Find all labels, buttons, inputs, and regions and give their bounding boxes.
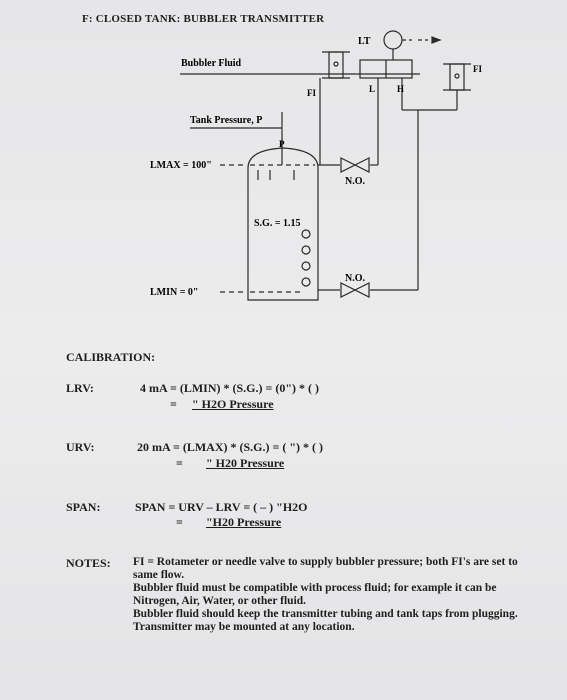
- span-equation: SPAN = URV – LRV = ( – ) "H2O: [135, 500, 308, 514]
- page-title: F: CLOSED TANK: BUBBLER TRANSMITTER: [82, 13, 325, 25]
- valve-bottom: [340, 282, 357, 298]
- span-label: SPAN:: [66, 500, 101, 514]
- notes-label: NOTES:: [66, 556, 111, 570]
- tank: [247, 147, 319, 301]
- bubbler-diagram: Bubbler Fluid Tank Pressure, P P LMAX = …: [150, 30, 482, 301]
- valve-bottom-label: N.O.: [345, 273, 366, 284]
- lt-label: LT: [358, 36, 371, 47]
- valve-top: [340, 157, 357, 173]
- lt-transmitter: [383, 30, 403, 50]
- lrv-label: LRV:: [66, 381, 94, 395]
- calibration-heading: CALIBRATION:: [66, 350, 156, 364]
- urv-equals: =: [176, 456, 183, 470]
- note-line: Transmitter may be mounted at any locati…: [133, 621, 355, 633]
- sg-label: S.G. = 1.15: [254, 218, 301, 229]
- span-result: "H20 Pressure: [206, 515, 282, 529]
- urv-label: URV:: [66, 440, 95, 454]
- note-line: FI = Rotameter or needle valve to supply…: [133, 556, 518, 581]
- bubbler-fluid-label: Bubbler Fluid: [181, 58, 242, 69]
- fi-left-label: FI: [307, 88, 316, 98]
- lrv-result: " H2O Pressure: [192, 397, 274, 411]
- fi-right-rotameter: [449, 63, 465, 91]
- note-line: Bubbler fluid must be compatible with pr…: [133, 582, 497, 607]
- lmax-label: LMAX = 100": [150, 160, 212, 171]
- lrv-equals: =: [170, 397, 177, 411]
- valve-top-label: N.O.: [345, 176, 366, 187]
- lmin-label: LMIN = 0": [150, 287, 198, 298]
- urv-equation: 20 mA = (LMAX) * (S.G.) = ( ") * ( ): [137, 440, 323, 454]
- p-label: P: [279, 139, 285, 149]
- urv-result: " H20 Pressure: [206, 456, 285, 470]
- notes-body: FI = Rotameter or needle valve to supply…: [133, 556, 523, 634]
- fi-right-label: FI: [473, 64, 482, 74]
- l-label: L: [369, 84, 375, 94]
- span-equals: =: [176, 515, 183, 529]
- note-line: Bubbler fluid should keep the transmitte…: [133, 608, 518, 620]
- h-label: H: [397, 84, 404, 94]
- tank-pressure-label: Tank Pressure, P: [190, 115, 262, 126]
- lrv-equation: 4 mA = (LMIN) * (S.G.) = (0") * ( ): [140, 381, 319, 395]
